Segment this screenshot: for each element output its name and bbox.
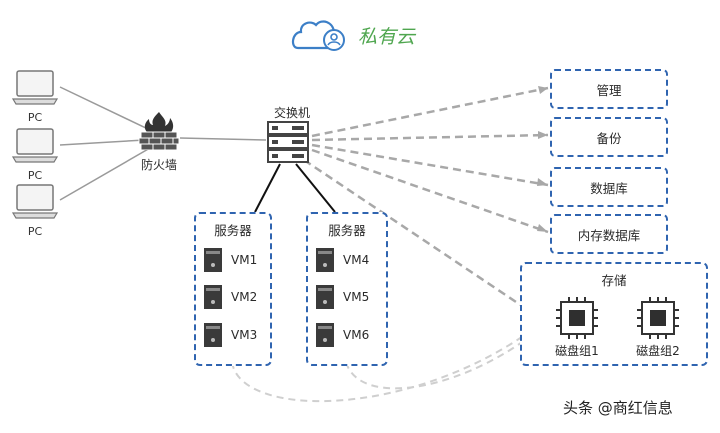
vm-row: VM2 xyxy=(203,284,257,310)
server-icon xyxy=(204,323,222,347)
firewall-node: 防火墙 xyxy=(137,110,181,173)
storage-header: 存储 xyxy=(601,273,627,288)
service-box-database: 数据库 xyxy=(550,167,668,207)
laptop-icon xyxy=(11,70,59,105)
switch-icon xyxy=(267,121,309,163)
vm-label: VM4 xyxy=(343,253,370,267)
storage-group: 存储 xyxy=(520,262,708,366)
vm-label: VM6 xyxy=(343,328,370,342)
vm-label: VM1 xyxy=(231,253,258,267)
page-title: 私有云 xyxy=(358,26,416,48)
server-header: 服务器 xyxy=(214,223,252,238)
pc-label: PC xyxy=(27,169,43,182)
pc-node: PC xyxy=(11,182,59,238)
disk-group-label: 磁盘组1 xyxy=(555,344,599,358)
service-box-memory-database: 内存数据库 xyxy=(550,214,668,254)
server-icon xyxy=(204,285,222,309)
service-box-management: 管理 xyxy=(550,69,668,109)
vm-label: VM3 xyxy=(231,328,258,342)
laptop-icon xyxy=(11,184,59,219)
pc-node: PC xyxy=(11,126,59,182)
pc-label: PC xyxy=(27,111,43,124)
vm-row: VM4 xyxy=(315,247,369,273)
vm-row: VM1 xyxy=(203,247,257,273)
disk-group-label: 磁盘组2 xyxy=(636,344,680,358)
watermark-text: 头条 @商红信息 xyxy=(563,399,673,417)
cpu-chip-icon xyxy=(637,297,679,339)
server-header: 服务器 xyxy=(328,223,366,238)
laptop-icon xyxy=(11,128,59,163)
pc-label: PC xyxy=(27,225,43,238)
vm-label: VM5 xyxy=(343,290,370,304)
server-icon xyxy=(316,285,334,309)
server-icon xyxy=(316,248,334,272)
vm-row: VM6 xyxy=(315,322,369,348)
cloud-user-icon xyxy=(291,20,345,51)
pc-node: PC xyxy=(11,68,59,124)
firewall-label: 防火墙 xyxy=(140,158,177,172)
cpu-chip-icon xyxy=(556,297,598,339)
server-icon xyxy=(316,323,334,347)
vm-row: VM5 xyxy=(315,284,369,310)
server-icon xyxy=(204,248,222,272)
firewall-icon xyxy=(138,112,180,151)
switch-label: 交换机 xyxy=(273,106,310,120)
vm-label: VM2 xyxy=(231,290,258,304)
service-box-backup: 备份 xyxy=(550,117,668,157)
vm-row: VM3 xyxy=(203,322,257,348)
